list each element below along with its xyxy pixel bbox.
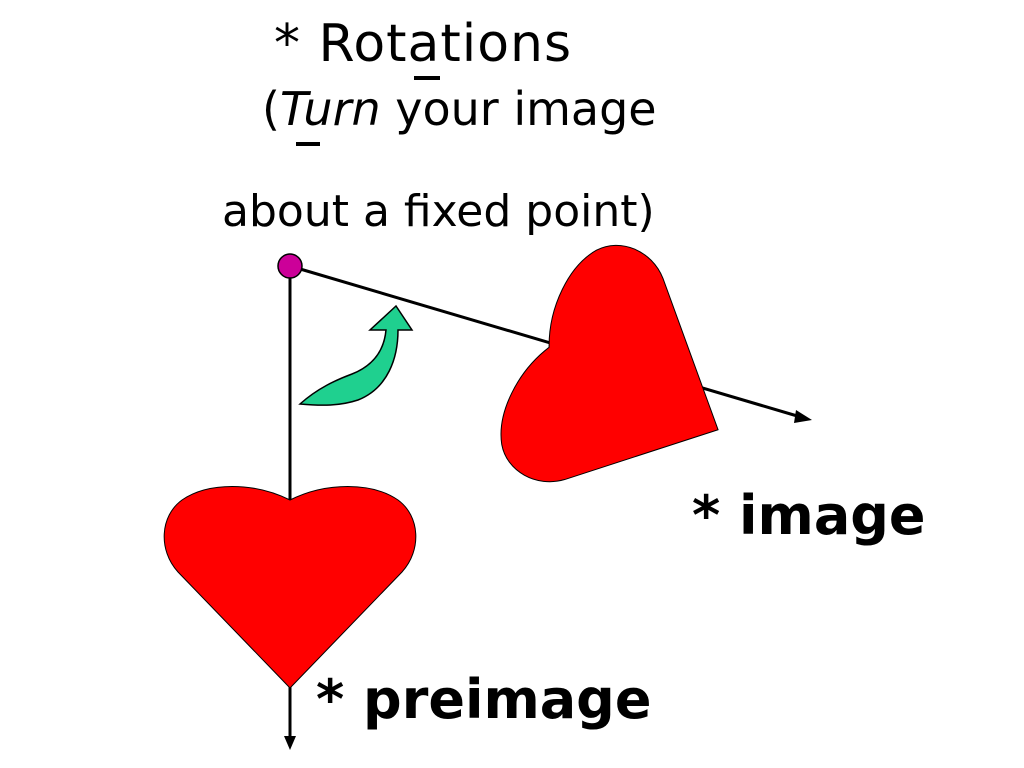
subtitle-line-2: about a fixed point) xyxy=(222,186,655,237)
subtitle-turn: Turn xyxy=(279,82,381,136)
preimage-label: * preimage xyxy=(316,668,652,731)
subtitle-rest: your image xyxy=(380,82,657,136)
image-ray xyxy=(289,264,805,420)
curved-rotation-arrow xyxy=(298,304,414,406)
turn-underline xyxy=(296,142,320,146)
image-heart xyxy=(500,244,719,483)
image-ray-arrowhead xyxy=(794,410,812,423)
slide-title: * Rotations xyxy=(274,14,573,74)
subtitle-line-1: (Turn your image xyxy=(262,82,657,136)
subtitle-open-paren: ( xyxy=(262,82,280,136)
fixed-point-dot xyxy=(277,253,303,279)
preimage-ray-arrowhead xyxy=(284,736,296,750)
title-underline xyxy=(414,76,440,80)
image-label: * image xyxy=(692,484,926,547)
preimage-heart xyxy=(163,486,417,689)
